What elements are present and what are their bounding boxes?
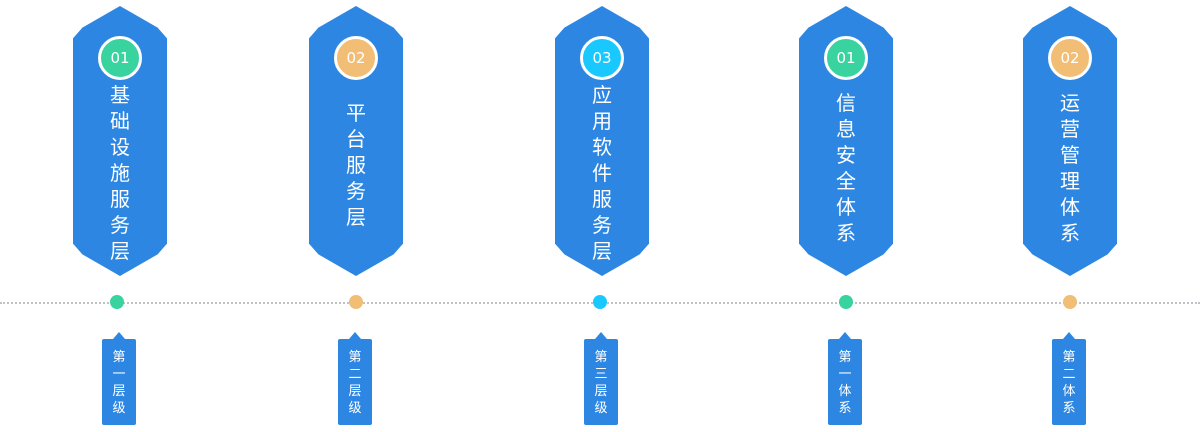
stage-number-badge: 03 (580, 36, 624, 80)
timeline-dot-1 (110, 295, 124, 309)
level-tag-2: 第二层级 (338, 339, 372, 425)
stage-title: 平台服务层 (346, 101, 366, 229)
stage-number-badge: 02 (1048, 36, 1092, 80)
stage-banner-4: 01 信息安全体系 (799, 6, 893, 276)
level-tag-label: 第二体系 (1062, 350, 1076, 416)
stage-banner-5: 02 运营管理体系 (1023, 6, 1117, 276)
stage-banner-3: 03 应用软件服务层 (555, 6, 649, 276)
timeline-dot-5 (1063, 295, 1077, 309)
timeline-dot-2 (349, 295, 363, 309)
stage-number-badge: 01 (824, 36, 868, 80)
timeline-dot-3 (593, 295, 607, 309)
stage-title: 运营管理体系 (1060, 91, 1080, 245)
stage-number-badge: 01 (98, 36, 142, 80)
level-tag-4: 第一体系 (828, 339, 862, 425)
level-tag-label: 第一体系 (838, 350, 852, 416)
stage-title: 基础设施服务层 (110, 83, 130, 263)
level-tag-1: 第一层级 (102, 339, 136, 425)
timeline-dot-4 (839, 295, 853, 309)
level-tag-5: 第二体系 (1052, 339, 1086, 425)
level-tag-3: 第三层级 (584, 339, 618, 425)
level-tag-label: 第一层级 (112, 350, 126, 416)
stage-number-badge: 02 (334, 36, 378, 80)
stage-title: 信息安全体系 (836, 91, 856, 245)
stage-title: 应用软件服务层 (592, 83, 612, 263)
stage-banner-2: 02 平台服务层 (309, 6, 403, 276)
level-tag-label: 第三层级 (594, 350, 608, 416)
level-tag-label: 第二层级 (348, 350, 362, 416)
stage-banner-1: 01 基础设施服务层 (73, 6, 167, 276)
